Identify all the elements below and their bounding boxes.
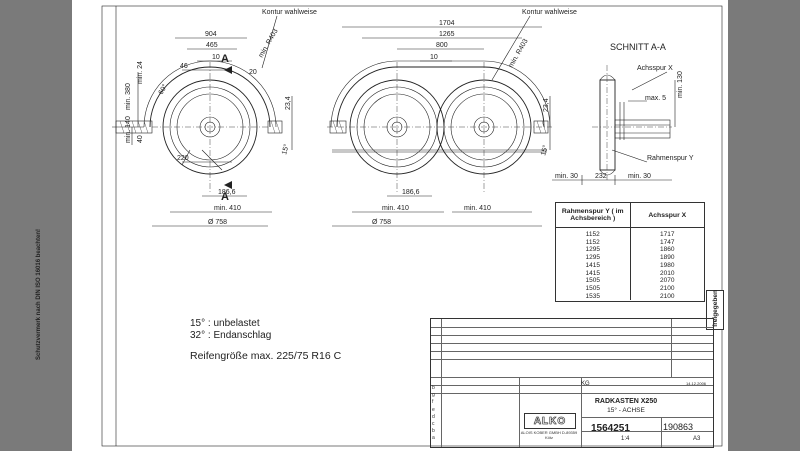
scale: 1:4 [621,436,630,442]
table-cell: 1860 [660,246,675,254]
table-cell: 1152 [585,238,600,246]
svg-text:232: 232 [595,173,607,180]
table-cell: 2070 [660,277,675,285]
svg-text:15°: 15° [280,143,291,155]
table-cell: 1717 [660,231,675,238]
table-cell: 1152 [585,231,600,238]
achsspur-column: 1717 1747 1860 1890 1980 2010 2070 2100 … [631,228,705,300]
svg-text:A: A [221,53,229,65]
note-unbelastet: 15° : unbelastet [190,318,260,329]
svg-text:800: 800 [436,42,448,49]
double-wheel-view: 1704 1265 800 10 min. R403 23,4 15° 186,… [327,9,577,227]
svg-text:Ø 758: Ø 758 [372,219,391,226]
id-number: 190863 [663,422,694,432]
svg-text:min. R403: min. R403 [258,28,280,59]
table-cell: 1505 [585,277,600,285]
table-cell: 2010 [660,269,675,277]
drawing-sheet: A A 904 465 46 10 20 min. 24 min. 380 mi… [72,0,728,451]
revision-letters: b g f e d c b a [432,385,435,442]
alko-logo: ALKO [524,413,576,429]
svg-text:220: 220 [177,155,189,162]
header-rahmenspur: Rahmenspur Y ( im Achsbereich ) [556,203,631,227]
svg-text:10: 10 [430,54,438,61]
svg-text:46: 46 [180,63,188,70]
table-cell: 1415 [585,269,600,277]
table-cell: 1295 [585,254,600,262]
spur-table: Rahmenspur Y ( im Achsbereich ) Achsspur… [555,202,705,302]
svg-text:465: 465 [206,42,218,49]
title-block: b g f e d c b a KG 14.12.2006 RADKASTEN … [430,318,714,448]
technical-drawing: A A 904 465 46 10 20 min. 24 min. 380 mi… [101,5,723,447]
svg-text:min. 410: min. 410 [214,205,241,212]
svg-text:Kontur wahlweise: Kontur wahlweise [522,9,577,16]
section-a-a-view: SCHNITT A-A Achsspur X max. 5 min. 130 R… [552,42,694,185]
rahmenspur-column: 1152 1152 1295 1295 1415 1415 1505 1505 … [556,228,631,301]
svg-text:23,4: 23,4 [285,96,292,110]
weight-unit: KG [581,381,590,387]
svg-text:min. 130: min. 130 [677,71,684,98]
svg-text:min. 140: min. 140 [125,116,132,143]
svg-text:Rahmenspur Y: Rahmenspur Y [647,155,694,162]
svg-text:186,6: 186,6 [402,189,420,196]
drawing-date: 14.12.2006 [686,381,707,386]
svg-text:A: A [221,191,229,203]
svg-text:min. R403: min. R403 [508,38,530,69]
single-wheel-view: A A 904 465 46 10 20 min. 24 min. 380 mi… [112,9,317,227]
spur-table-header: Rahmenspur Y ( im Achsbereich ) Achsspur… [556,203,704,228]
svg-text:min. 30: min. 30 [628,173,651,180]
svg-text:max. 5: max. 5 [645,95,666,102]
svg-text:20: 20 [249,69,257,76]
svg-text:SCHNITT A-A: SCHNITT A-A [610,42,666,52]
sheet-format: A3 [693,436,701,442]
freigegeben-stamp: freigegeben [706,290,724,330]
svg-text:min. 380: min. 380 [125,83,132,110]
drawing-subtitle: 15° - ACHSE [607,407,645,414]
table-cell: 2100 [660,292,675,300]
drawing-number: 1564251 [591,423,630,434]
svg-text:186,6: 186,6 [218,189,236,196]
svg-text:Kontur wahlweise: Kontur wahlweise [262,9,317,16]
table-cell: 1535 [585,292,600,300]
svg-text:min. 24: min. 24 [137,61,144,84]
drawing-title: RADKASTEN X250 [594,398,658,405]
protection-note: Schutzvermerk nach DIN ISO 16016 beachte… [36,228,42,360]
svg-text:min. 410: min. 410 [464,205,491,212]
company-name: ALOIS KOBER GMBH D-89359 Kötz [520,430,578,440]
table-cell: 1890 [660,254,675,262]
notes-block: 15° : unbelastet 32° : Endanschlag [190,318,271,342]
table-cell: 1415 [585,261,600,269]
note-endanschlag: 32° : Endanschlag [190,330,272,341]
svg-text:Achsspur X: Achsspur X [637,65,673,72]
svg-text:40: 40 [137,135,144,143]
svg-text:min. 410: min. 410 [382,205,409,212]
table-cell: 1980 [660,261,675,269]
svg-text:min. 30: min. 30 [555,173,578,180]
svg-text:1265: 1265 [439,31,455,38]
header-achsspur: Achsspur X [648,211,687,219]
svg-text:Ø 758: Ø 758 [208,219,227,226]
svg-text:1704: 1704 [439,20,455,27]
table-cell: 2100 [660,284,675,292]
svg-text:10: 10 [212,54,220,61]
svg-text:904: 904 [205,31,217,38]
table-cell: 1747 [660,238,675,246]
svg-text:23,4: 23,4 [543,98,550,112]
tyre-size-note: Reifengröße max. 225/75 R16 C [190,350,342,362]
table-cell: 1295 [585,246,600,254]
table-cell: 1505 [585,284,600,292]
